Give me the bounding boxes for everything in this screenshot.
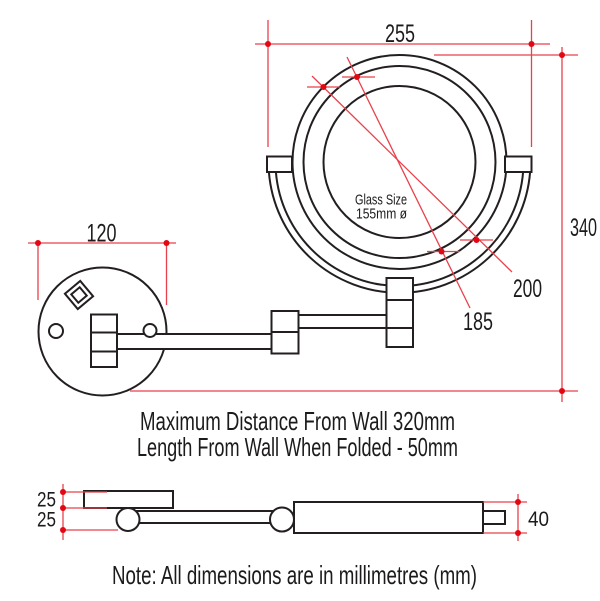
- caption-folded-length: Length From Wall When Folded - 50mm: [137, 432, 458, 462]
- dimension-340-overall-height: 340: [130, 47, 597, 402]
- dim-120-dot-left: [35, 240, 41, 246]
- screw-hole-left: [48, 323, 64, 339]
- arm-segment-2: [297, 314, 388, 329]
- dim-255-label: 255: [385, 20, 415, 48]
- dim-40-dot-top: [515, 499, 521, 505]
- captions: Maximum Distance From Wall 320mm Length …: [112, 406, 477, 590]
- dimension-185-inner-ring: 185: [342, 56, 493, 336]
- glass-size-label-line1: Glass Size: [355, 192, 407, 209]
- wall-bracket-block: [90, 313, 118, 368]
- screw-hole-right: [142, 323, 158, 338]
- glass-size-label-line2: 155mm ø: [356, 206, 407, 223]
- dim-200-leader-line: [311, 75, 513, 273]
- dim-25-dot-middle: [60, 505, 66, 511]
- dim-185-leader-line: [346, 56, 471, 309]
- dim-25-upper-label: 25: [37, 489, 56, 512]
- arm-segment-1: [116, 333, 273, 350]
- dim-25-lower-label: 25: [37, 509, 56, 532]
- dimension-255-overall-width: 255: [255, 20, 550, 147]
- dim-25-dot-top: [60, 489, 66, 495]
- front-view-wall-plate-arm: [37, 266, 388, 397]
- dim-200-dot-lower: [473, 237, 480, 243]
- wall-plate-circle: [37, 266, 168, 397]
- dimension-25-25-left: 25 25: [37, 484, 118, 540]
- dim-40-label: 40: [528, 508, 549, 531]
- dim-120-dot-right: [163, 240, 170, 246]
- dim-185-label: 185: [463, 308, 493, 336]
- yoke-left-pivot-block: [266, 155, 293, 173]
- mirror-glass-circle: [322, 85, 477, 239]
- dim-255-dot-left: [265, 41, 271, 47]
- side-hinge-ball-left: [115, 507, 141, 532]
- dim-40-dot-bottom: [515, 530, 521, 536]
- dimension-120-wall-plate: 120: [28, 220, 176, 305]
- switch-inner-square: [69, 285, 89, 305]
- side-arm-bar: [127, 510, 283, 524]
- dim-255-dot-right: [528, 41, 535, 47]
- dim-200-dot-upper: [320, 84, 327, 90]
- dim-200-label: 200: [513, 275, 542, 303]
- caption-note: Note: All dimensions are in millimetres …: [112, 560, 477, 590]
- switch-outer-square: [63, 279, 95, 311]
- side-folded-mirror-body: [293, 501, 484, 534]
- dimension-40-right: 40: [483, 494, 549, 541]
- dim-340-dot-top: [559, 52, 565, 58]
- yoke-right-pivot-block: [504, 155, 533, 173]
- mirror-inner-frame-circle: [302, 65, 497, 259]
- dim-25-dot-bottom: [60, 527, 66, 533]
- caption-max-distance: Maximum Distance From Wall 320mm: [140, 406, 455, 436]
- dim-120-label: 120: [87, 220, 117, 248]
- glass-size-annotation: Glass Size 155mm ø: [355, 192, 407, 223]
- front-view-mirror-head: [266, 54, 533, 348]
- side-hinge-ball-right: [269, 506, 295, 533]
- side-view-folded: [83, 490, 506, 534]
- dim-185-dot-lower: [438, 248, 445, 255]
- dim-185-dot-upper: [354, 74, 360, 80]
- dim-340-label: 340: [570, 214, 597, 242]
- mirror-bottom-joint-block: [385, 277, 414, 348]
- dim-340-dot-bottom: [559, 388, 565, 394]
- side-wall-plate: [83, 490, 174, 509]
- dimension-200-outer-ring: 200: [307, 75, 542, 303]
- side-knob: [482, 510, 506, 525]
